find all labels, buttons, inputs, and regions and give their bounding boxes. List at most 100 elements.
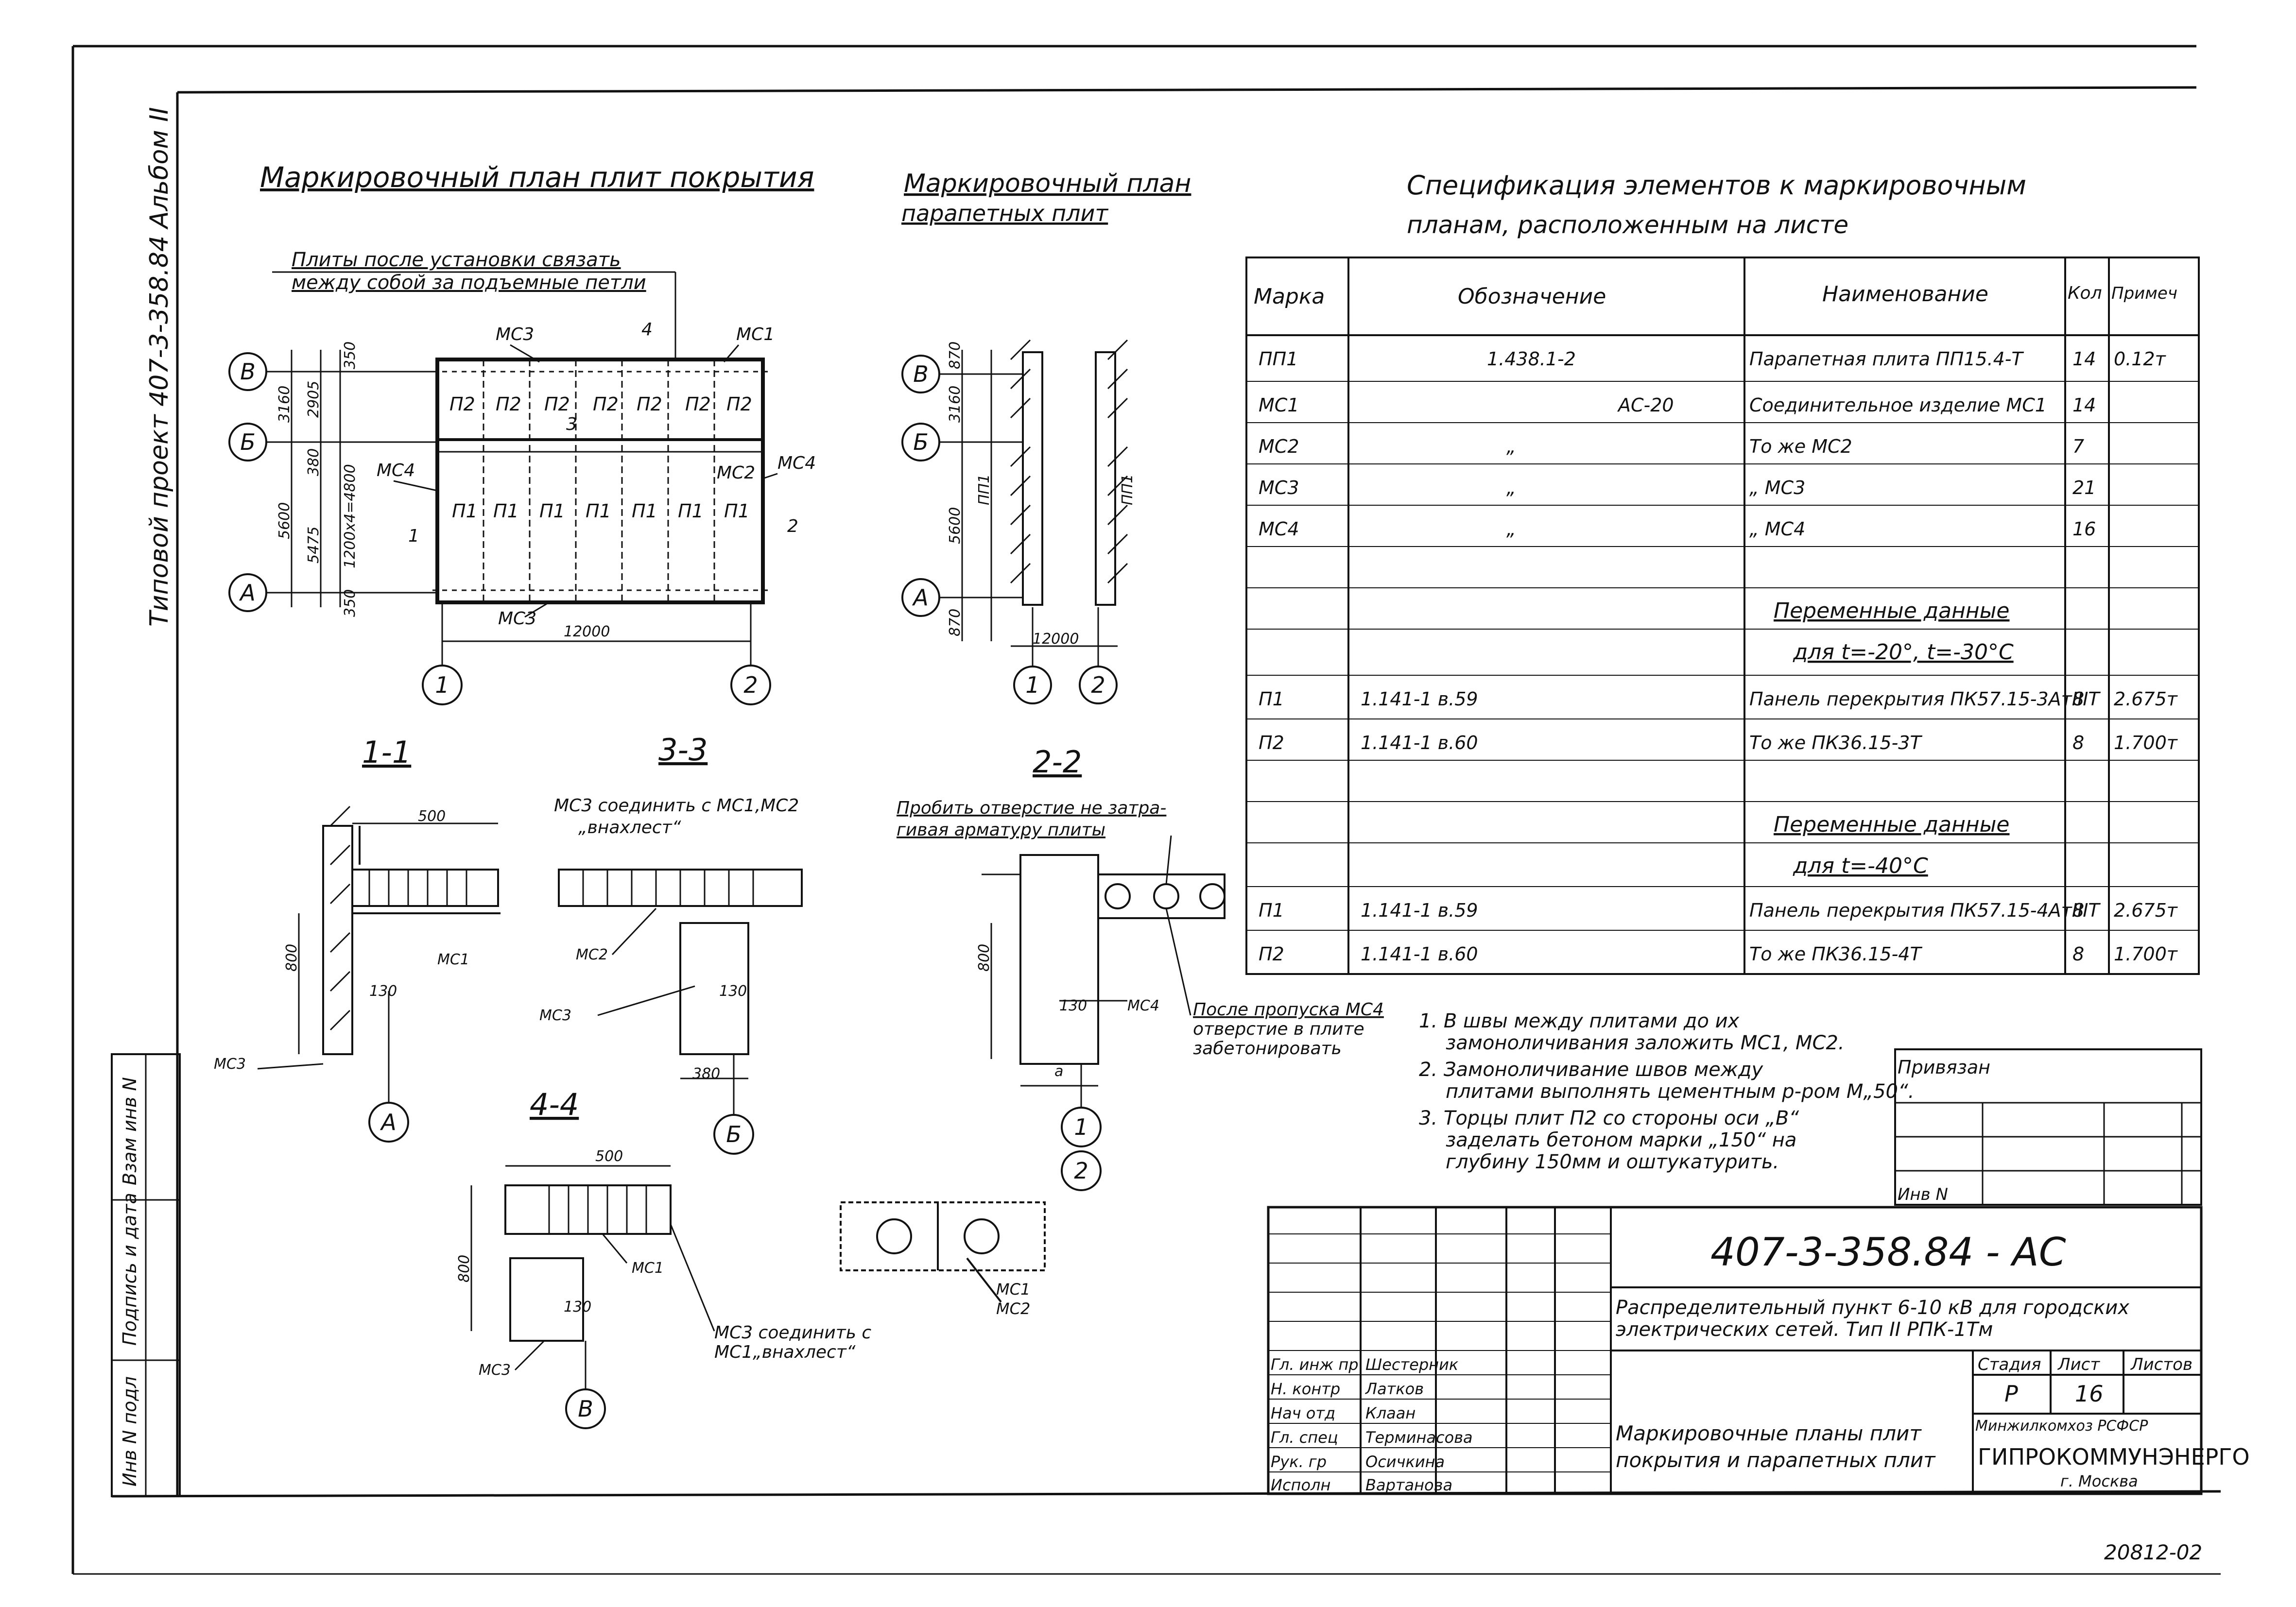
spec-title-2: планам, расположенным на листе xyxy=(1407,211,1848,239)
signer-role: Рук. гр xyxy=(1271,1453,1327,1471)
mc2-33: МС2 xyxy=(576,946,608,963)
mc4-22: МС4 xyxy=(1127,997,1159,1014)
spec-cell: „ МС3 xyxy=(1749,477,1805,498)
spec-title-1: Спецификация элементов к маркировочным xyxy=(1407,170,2026,201)
spec-cell: 1.141-1 в.59 xyxy=(1361,900,1478,921)
slab-top-2: П2 xyxy=(496,393,521,415)
mc3-44-note-2: МС1„внахлест“ xyxy=(714,1342,856,1362)
after-note-1: После пропуска МС4 xyxy=(1193,1000,1384,1020)
stage-value: Р xyxy=(2004,1381,2018,1407)
dim-350b: 350 xyxy=(342,589,359,617)
dim-130-22: 130 xyxy=(1059,997,1087,1014)
mc3-44: МС3 xyxy=(479,1362,511,1379)
spec-h-kol: Кол xyxy=(2068,283,2102,303)
note-3b: заделать бетоном марки „150“ на xyxy=(1446,1129,1796,1151)
sec-axis-v: В xyxy=(578,1396,593,1422)
note-2b: плитами выполнять цементным р-ром М„50“. xyxy=(1446,1080,1914,1103)
spec-h-naim: Наименование xyxy=(1822,282,1988,307)
sec-axis-2: 2 xyxy=(1074,1158,1088,1184)
plan2-title-1: Маркировочный план xyxy=(904,169,1191,198)
spec-cell: 1.141-1 в.60 xyxy=(1361,943,1478,965)
org-name: ГИПРОКОММУНЭНЕРГО xyxy=(1978,1444,2250,1470)
slab-bot-7: П1 xyxy=(724,500,750,522)
mc2-detail: МС2 xyxy=(996,1299,1030,1318)
tag-mc1: МС1 xyxy=(736,325,775,344)
doc-code: 407-3-358.84 - АС xyxy=(1710,1230,2066,1275)
note-2a: 2. Замоноличивание швов между xyxy=(1419,1059,1763,1081)
plan2-pp1-left: ПП1 xyxy=(976,474,993,505)
spec-cell: 2.675т xyxy=(2114,688,2178,710)
signer-role: Гл. спец xyxy=(1271,1428,1338,1447)
tag-cut1: 1 xyxy=(408,526,419,546)
spec-cell: То же ПК36.15-4Т xyxy=(1749,943,1922,965)
slab-top-5: П2 xyxy=(637,393,662,415)
footer-number: 20812-02 xyxy=(2104,1540,2202,1564)
spec-cell: 1.700т xyxy=(2114,732,2178,753)
spec-h-prim: Примеч xyxy=(2111,284,2177,303)
section-2-2: 2-2 xyxy=(1033,744,1082,780)
spec-cell: для t=-40°C xyxy=(1793,854,1928,878)
dim-5475: 5475 xyxy=(305,527,322,564)
plan2-dim-12000: 12000 xyxy=(1033,631,1079,648)
plan2-dim-870a: 870 xyxy=(947,342,964,369)
plan2-title-2: парапетных плит xyxy=(901,200,1108,226)
plan2-dim-870b: 870 xyxy=(947,609,964,636)
signer-name: Вартанова xyxy=(1365,1476,1452,1494)
slab-top-4: П2 xyxy=(593,393,619,415)
dim-2905: 2905 xyxy=(305,381,322,418)
axis-a: А xyxy=(239,580,255,606)
privyazan-label: Привязан xyxy=(1898,1057,1990,1078)
spec-cell: П1 xyxy=(1259,900,1284,921)
stage-header: Стадия xyxy=(1978,1355,2041,1374)
plan2-axis-2: 2 xyxy=(1091,672,1105,698)
spec-h-marka: Марка xyxy=(1254,284,1325,309)
spec-cell: АС-20 xyxy=(1617,394,1674,416)
section-3-3: 3-3 xyxy=(658,732,708,768)
signer-role: Исполн xyxy=(1271,1476,1330,1494)
sheet-header: Лист xyxy=(2057,1355,2100,1374)
tag-mc4-left: МС4 xyxy=(377,461,415,480)
mc3-33: МС3 xyxy=(539,1007,571,1024)
spec-cell: 2.675т xyxy=(2114,900,2178,921)
title-block: 407-3-358.84 - АС Распределительный пунк… xyxy=(1267,1206,2250,1495)
plan1-note-2: между собой за подъемные петли xyxy=(292,272,646,294)
plan2-axis-a: А xyxy=(912,584,928,611)
sheet-name-2: покрытия и парапетных плит xyxy=(1616,1448,1936,1472)
spec-cell: 1.438.1-2 xyxy=(1487,348,1576,370)
signer-name: Латков xyxy=(1365,1380,1424,1398)
spec-cell: Панель перекрытия ПК57.15-3АтIIIТ xyxy=(1749,688,2101,710)
signer-name: Шестерник xyxy=(1365,1355,1459,1374)
spec-cell: Переменные данные xyxy=(1774,598,2009,623)
slab-bot-3: П1 xyxy=(539,500,565,522)
spec-cell: „ xyxy=(1506,518,1516,540)
sections: 1-1 3-3 2-2 4-4 МС3 соединить с МС1,МС2 … xyxy=(214,732,1384,1429)
plan-roof-slabs: Маркировочный план плит покрытия Плиты п… xyxy=(228,161,816,705)
left-stamp: Взам инв N Подпись и дата Инв N подл xyxy=(111,1053,181,1497)
slab-top-7: П2 xyxy=(726,393,752,415)
note-3c: глубину 150мм и оштукатурить. xyxy=(1446,1151,1779,1173)
note-3a: 3. Торцы плит П2 со стороны оси „В“ xyxy=(1419,1107,1799,1129)
sheets-header: Листов xyxy=(2130,1355,2192,1374)
spec-cell: „ xyxy=(1506,477,1516,498)
spec-cell: МС1 xyxy=(1259,394,1299,416)
mc3-44-note-1: МС3 соединить с xyxy=(714,1323,871,1343)
spec-cell: То же МС2 xyxy=(1749,436,1852,457)
spec-cell: 7 xyxy=(2072,436,2084,457)
dim-3160: 3160 xyxy=(276,386,293,423)
inv-label: Инв N подл xyxy=(119,1376,140,1487)
dim-380-33: 380 xyxy=(692,1065,720,1082)
slab-bot-1: П1 xyxy=(452,500,478,522)
podpis-label: Подпись и дата xyxy=(119,1193,140,1346)
dim-350a: 350 xyxy=(342,342,359,369)
sec-axis-a: А xyxy=(380,1109,396,1135)
slab-top-1: П2 xyxy=(449,393,475,415)
dim-a-22: a xyxy=(1054,1063,1063,1080)
tag-mc3-bot: МС3 xyxy=(498,609,536,629)
album-label: Альбом II xyxy=(145,107,174,230)
doc-desc-1: Распределительный пункт 6-10 кВ для горо… xyxy=(1616,1297,2129,1319)
plan-parapet-slabs: Маркировочный план парапетных плит xyxy=(901,169,1191,704)
signer-name: Осичкина xyxy=(1365,1453,1445,1471)
mc3-note-2: „внахлест“ xyxy=(578,818,681,838)
org-city: г. Москва xyxy=(2060,1472,2138,1490)
dim-500-44: 500 xyxy=(595,1148,623,1165)
